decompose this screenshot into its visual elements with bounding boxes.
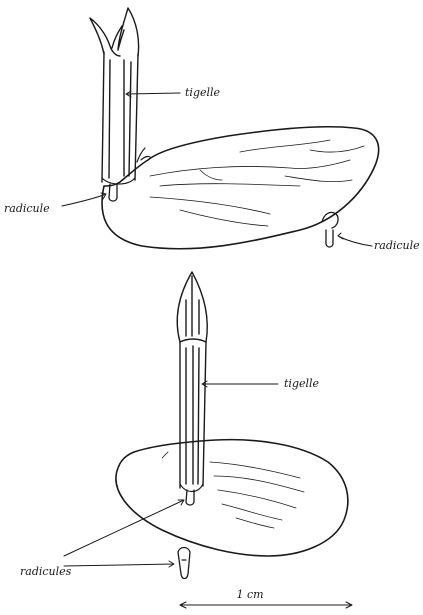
bottom-figure: tigelle radicules — [20, 272, 348, 579]
scale-line — [180, 602, 352, 608]
bottom-seed-body — [116, 440, 348, 556]
top-shoot-tip — [90, 8, 139, 56]
bottom-radicules-arrow-1 — [64, 500, 184, 556]
top-seed-body — [102, 127, 379, 249]
bottom-tigelle-arrow — [202, 381, 278, 387]
label-radicules: radicules — [20, 565, 72, 578]
label-radicule-right: radicule — [374, 239, 420, 252]
scale-label: 1 cm — [236, 588, 263, 601]
top-figure: tigelle radicule radicule — [4, 8, 420, 252]
bottom-shoot-bud — [177, 272, 207, 342]
scale-bar: 1 cm — [180, 588, 352, 608]
bottom-tigelle-stem — [180, 342, 206, 488]
bottom-radicules-arrow-2 — [64, 561, 174, 567]
top-radicule-right-arrow — [338, 233, 372, 246]
top-left-radicule — [109, 184, 117, 201]
label-tigelle-top: tigelle — [185, 86, 221, 99]
label-radicule-left: radicule — [4, 202, 50, 215]
top-tigelle-arrow — [126, 91, 180, 97]
top-radicule-left-arrow — [62, 193, 106, 206]
bottom-seed-veins — [162, 452, 304, 528]
bottom-upper-radicule — [186, 490, 194, 505]
top-tigelle-stem — [102, 52, 138, 182]
bottom-tigelle-base — [180, 484, 203, 492]
top-seed-veins — [150, 140, 364, 226]
label-tigelle-bottom: tigelle — [284, 377, 320, 390]
bottom-lower-radicule — [178, 548, 190, 579]
